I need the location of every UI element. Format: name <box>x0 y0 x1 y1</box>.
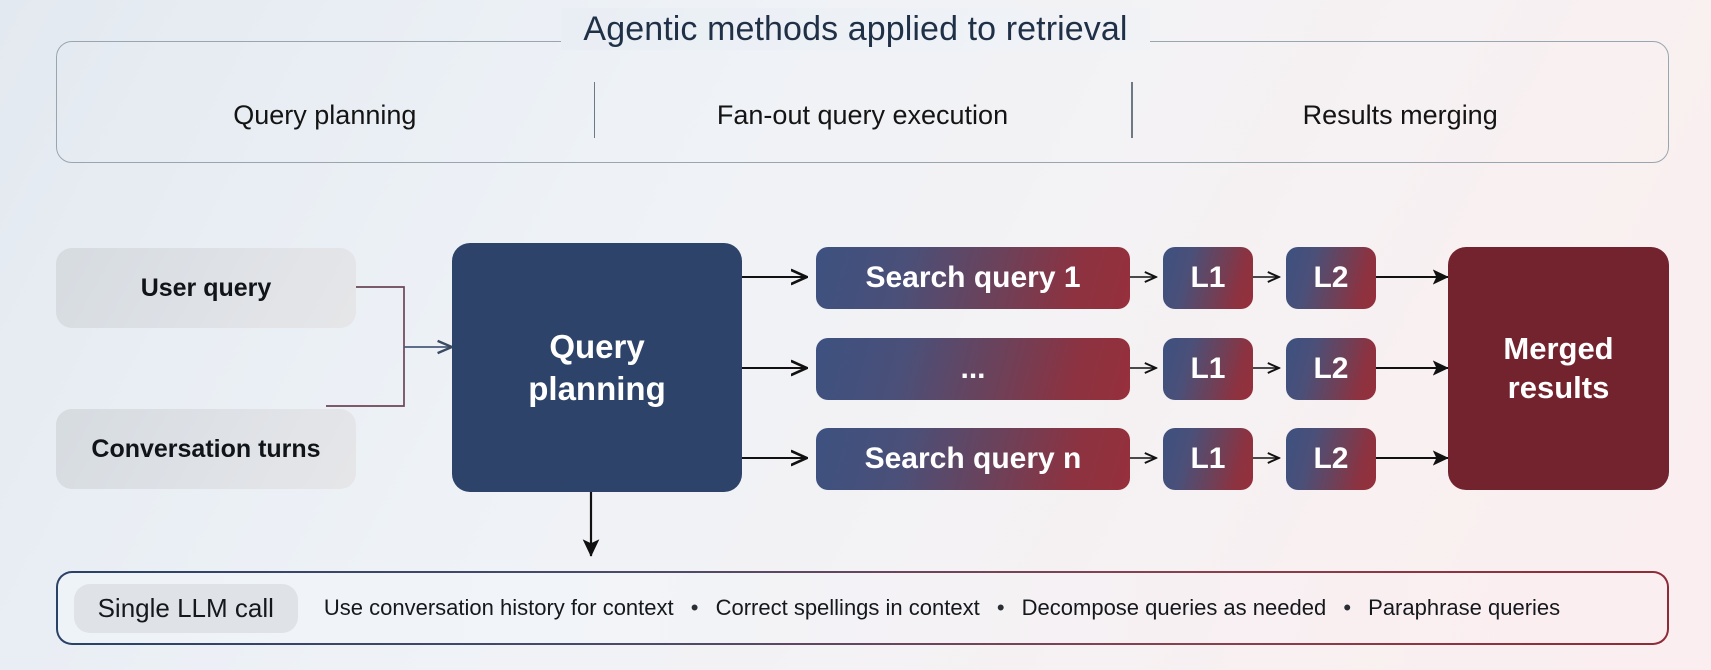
wire-planning-to-rows <box>742 277 806 458</box>
header-col-results-merging: Results merging <box>1131 74 1669 138</box>
node-query-planning[interactable]: Query planning <box>452 243 742 492</box>
bullet-separator-icon: • <box>690 595 699 620</box>
footer-bullet-item: Use conversation history for context <box>323 595 674 620</box>
node-label: L1 <box>1190 352 1226 385</box>
footer-inner: Single LLM call Use conversation history… <box>57 572 1668 644</box>
node-search-query-n[interactable]: Search query n <box>816 428 1130 490</box>
node-user-query[interactable]: User query <box>56 248 356 328</box>
footer-panel: Single LLM call Use conversation history… <box>56 571 1669 645</box>
footer-bullet-item: Paraphrase queries <box>1368 595 1561 620</box>
badge-single-llm-call: Single LLM call <box>73 583 298 633</box>
header-col-query-planning: Query planning <box>56 74 594 131</box>
bullet-separator-icon: • <box>996 595 1005 620</box>
node-l1-row-3[interactable]: L1 <box>1163 428 1253 490</box>
header-col-fanout-execution: Fan-out query execution <box>593 74 1132 138</box>
node-label: L2 <box>1313 442 1349 475</box>
node-label: Merged results <box>1448 330 1669 408</box>
header-col-label: Fan-out query execution <box>716 99 1009 130</box>
node-search-query-1[interactable]: Search query 1 <box>816 247 1130 309</box>
footer-bullet-item: Decompose queries as needed <box>1021 595 1327 620</box>
node-label-line2: planning <box>528 369 666 407</box>
node-l2-row-2[interactable]: L2 <box>1286 338 1376 400</box>
node-l1-row-1[interactable]: L1 <box>1163 247 1253 309</box>
node-label-line1: Query <box>549 328 645 366</box>
node-label: User query <box>140 273 272 302</box>
node-label: L2 <box>1313 261 1349 294</box>
footer-bullet-list: Use conversation history for context • C… <box>324 595 1560 621</box>
node-l1-row-2[interactable]: L1 <box>1163 338 1253 400</box>
footer-bullet-item: Correct spellings in context <box>715 595 980 620</box>
node-label: L1 <box>1190 261 1226 294</box>
node-label-line1: Merged <box>1503 330 1614 366</box>
header-col-label: Results merging <box>1302 99 1498 130</box>
node-l2-row-1[interactable]: L2 <box>1286 247 1376 309</box>
node-label: ... <box>960 352 986 385</box>
node-label-line2: results <box>1507 369 1610 405</box>
header-columns: Query planning Fan-out query execution R… <box>56 41 1669 163</box>
node-label: L2 <box>1313 352 1349 385</box>
node-label: Search query 1 <box>865 261 1081 294</box>
node-label: Query planning <box>452 326 742 409</box>
header-col-label: Query planning <box>233 99 417 130</box>
node-conversation-turns[interactable]: Conversation turns <box>56 409 356 489</box>
wire-l2-to-merged <box>1372 269 1449 466</box>
node-l2-row-3[interactable]: L2 <box>1286 428 1376 490</box>
node-merged-results[interactable]: Merged results <box>1448 247 1669 490</box>
node-search-query-ellipsis[interactable]: ... <box>816 338 1130 400</box>
node-label: Conversation turns <box>91 434 321 463</box>
node-label: L1 <box>1190 442 1226 475</box>
node-label: Search query n <box>864 442 1082 475</box>
bullet-separator-icon: • <box>1343 595 1352 620</box>
